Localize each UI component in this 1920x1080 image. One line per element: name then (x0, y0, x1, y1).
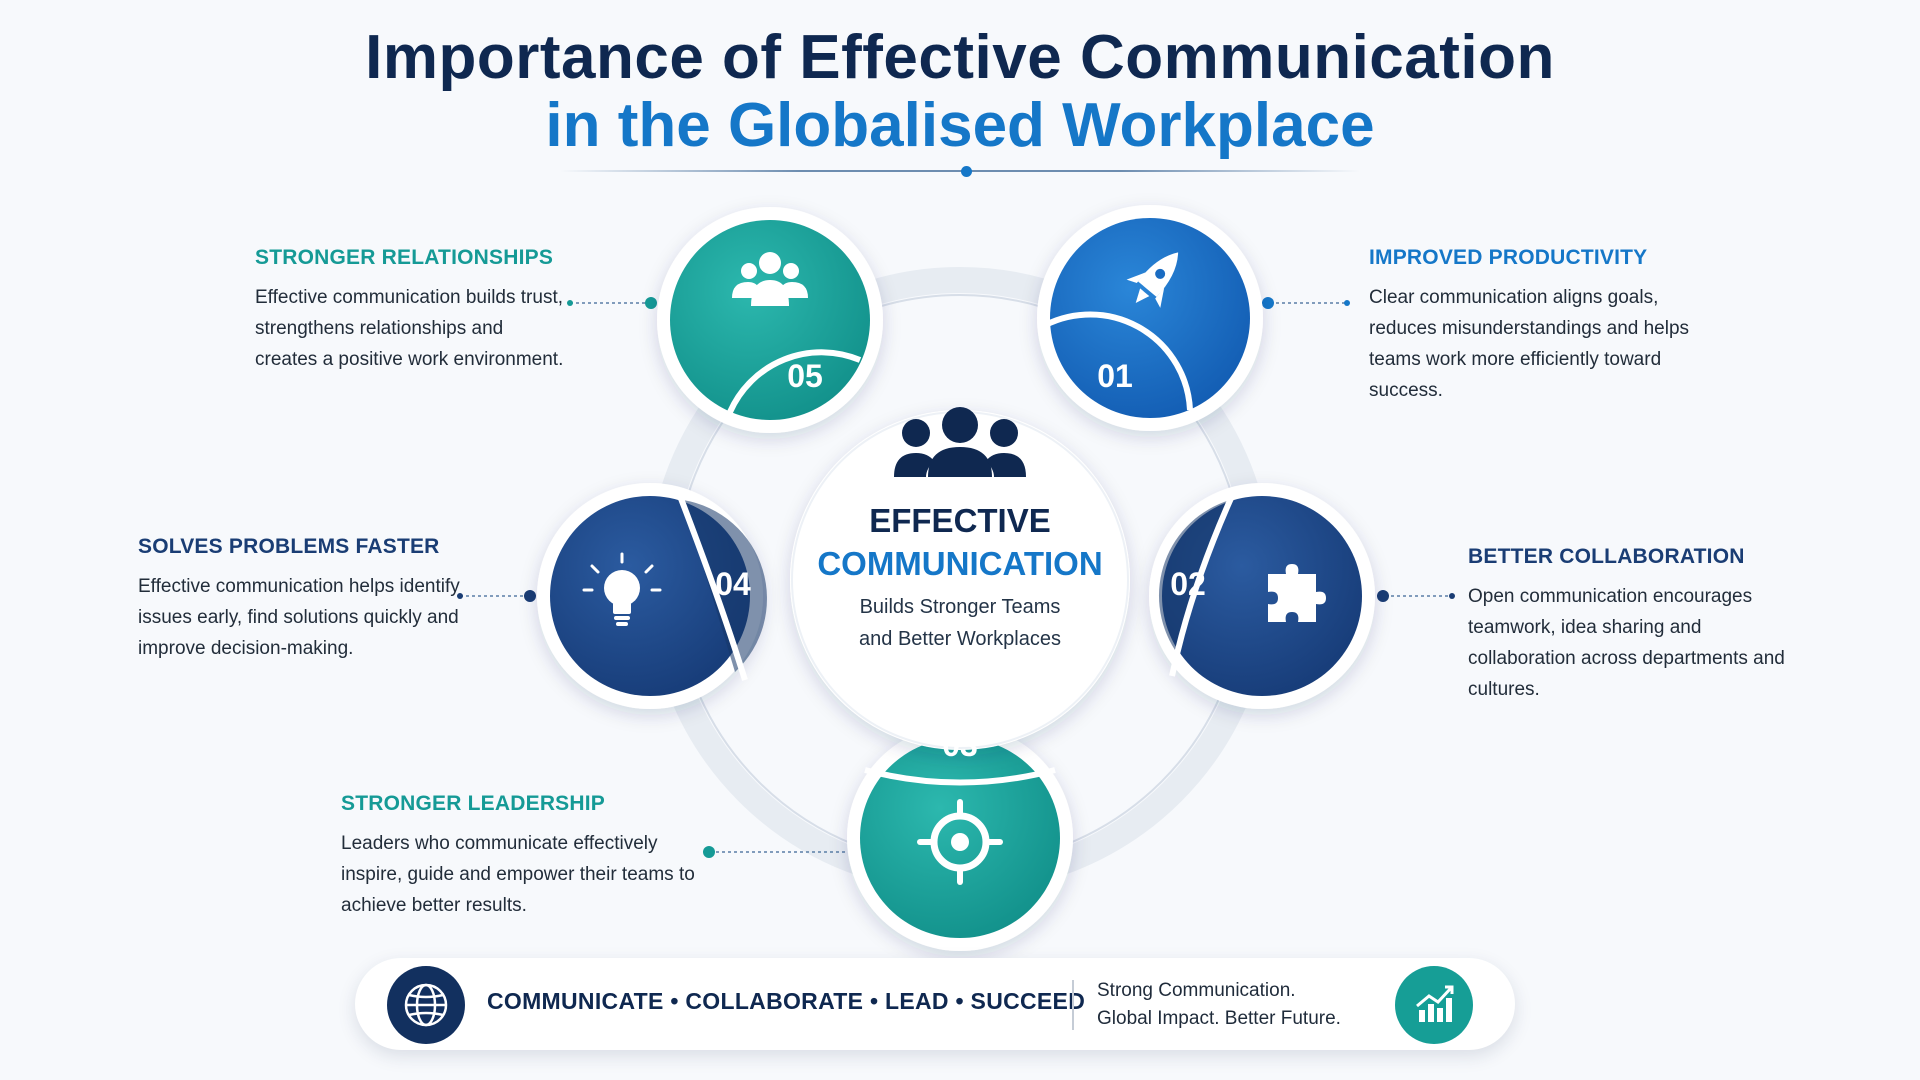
puzzle-icon (1268, 564, 1326, 622)
block-better-collaboration: BETTER COLLABORATION Open communication … (1468, 545, 1788, 705)
block-heading: SOLVES PROBLEMS FASTER (138, 535, 440, 558)
node-04 (537, 483, 767, 709)
people-group-icon (894, 407, 1026, 477)
block-body: Effective communication builds trust, st… (255, 287, 564, 370)
node-02 (1149, 483, 1375, 709)
rocket-icon (1126, 252, 1179, 308)
title-divider (560, 170, 1360, 172)
block-body: Effective communication helps identify i… (138, 576, 460, 659)
block-heading: BETTER COLLABORATION (1468, 545, 1745, 568)
node-02-number: 02 (1170, 566, 1206, 602)
growth-chart-icon (1395, 966, 1473, 1044)
block-stronger-leadership: STRONGER LEADERSHIP Leaders who communic… (341, 792, 701, 921)
block-solves-problems-faster: SOLVES PROBLEMS FASTER Effective communi… (138, 535, 468, 664)
node-01 (1037, 205, 1263, 431)
connector-dots (457, 297, 1455, 858)
team-icon (732, 252, 808, 306)
node-03-number: 03 (942, 727, 978, 763)
globe-icon (387, 966, 465, 1044)
page-subtitle: in the Globalised Workplace (545, 91, 1375, 160)
banner-tagline-line1: Strong Communication. (1097, 980, 1296, 1001)
node-05-number: 05 (787, 358, 823, 394)
target-icon (917, 799, 1003, 885)
node-05 (657, 207, 883, 433)
center-hub (790, 407, 1130, 750)
center-subtitle-line1: Builds Stronger Teams (859, 596, 1061, 618)
banner-divider (1072, 980, 1074, 1030)
connector-lines (460, 302, 1450, 853)
node-03 (847, 725, 1073, 951)
center-title-line2: COMMUNICATION (817, 545, 1103, 582)
block-stronger-relationships: STRONGER RELATIONSHIPS Effective communi… (255, 246, 565, 375)
bottom-banner: COMMUNICATE • COLLABORATE • LEAD • SUCCE… (355, 958, 1515, 1050)
block-body: Clear communication aligns goals, reduce… (1369, 287, 1690, 401)
banner-motto: COMMUNICATE • COLLABORATE • LEAD • SUCCE… (487, 988, 1086, 1014)
banner-tagline-line2: Global Impact. Better Future. (1097, 1008, 1341, 1029)
block-heading: STRONGER LEADERSHIP (341, 792, 605, 815)
center-title-line1: EFFECTIVE (869, 502, 1051, 539)
node-04-number: 04 (715, 566, 751, 602)
center-subtitle-line2: and Better Workplaces (859, 628, 1061, 650)
block-heading: IMPROVED PRODUCTIVITY (1369, 246, 1648, 269)
title-divider-dot (961, 166, 972, 177)
node-01-number: 01 (1097, 358, 1133, 394)
block-body: Open communication encourages teamwork, … (1468, 586, 1785, 700)
block-improved-productivity: IMPROVED PRODUCTIVITY Clear communicatio… (1369, 246, 1699, 406)
page-title: Importance of Effective Communication (365, 23, 1555, 92)
lightbulb-icon (582, 552, 662, 626)
block-heading: STRONGER RELATIONSHIPS (255, 246, 554, 269)
block-body: Leaders who communicate effectively insp… (341, 833, 695, 916)
